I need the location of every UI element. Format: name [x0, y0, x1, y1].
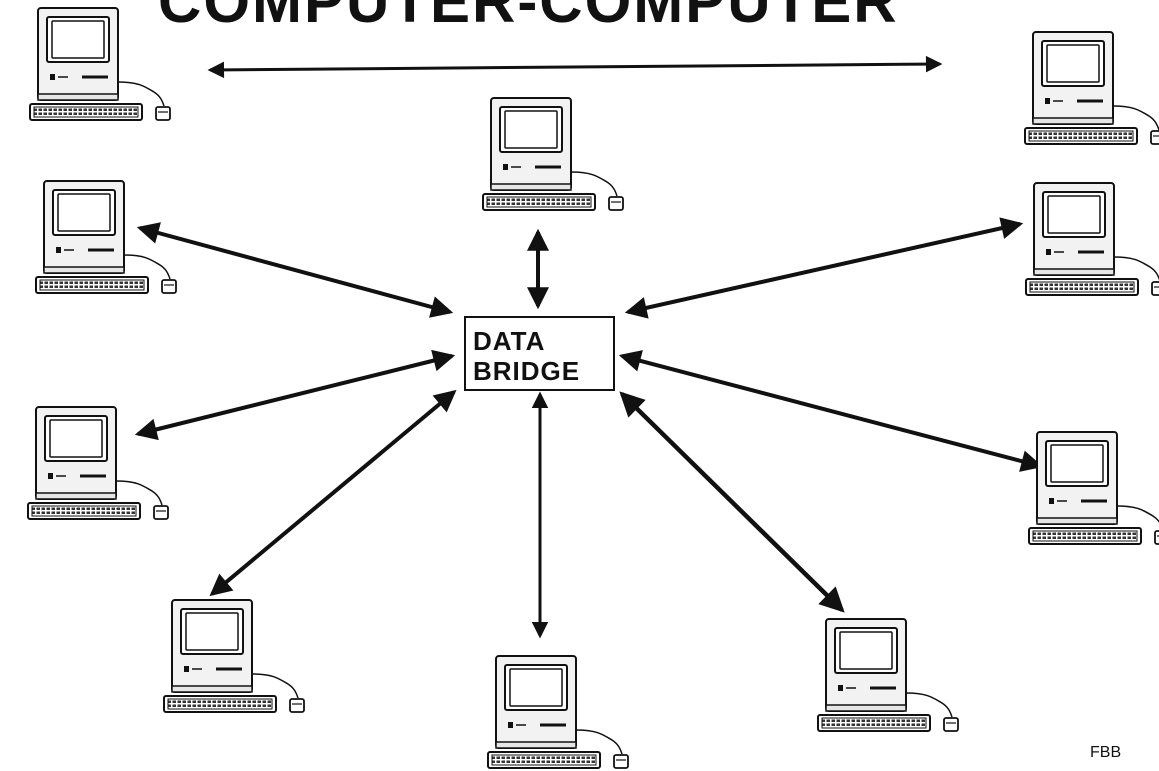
computer-bottom-left — [162, 598, 306, 714]
diagram-title: COMPUTER-COMPUTER — [158, 0, 899, 35]
computer-top-center — [481, 96, 625, 212]
computer-left-upper — [34, 179, 178, 295]
computer-top-left — [28, 6, 172, 122]
link-hub-left-upper — [136, 222, 454, 318]
hub-label-line2: BRIDGE — [473, 356, 580, 386]
author-credit: FBB — [1090, 744, 1121, 761]
computer-bottom-center — [486, 654, 630, 770]
hub-label-line1: DATA — [473, 326, 545, 356]
computer-right-upper — [1024, 181, 1159, 297]
link-hub-bottom-left — [209, 389, 457, 597]
link-hub-bottom-right — [619, 391, 845, 613]
link-hub-left-lower — [134, 349, 456, 441]
computer-top-right — [1023, 30, 1159, 146]
data-bridge-hub: DATA BRIDGE — [464, 316, 615, 391]
link-hub-right-upper — [624, 217, 1024, 319]
link-top-left-to-top-right — [207, 55, 943, 79]
computer-right-lower — [1027, 430, 1159, 546]
link-hub-right-lower — [618, 350, 1044, 472]
computer-left-lower — [26, 405, 170, 521]
computer-bottom-right — [816, 617, 960, 733]
